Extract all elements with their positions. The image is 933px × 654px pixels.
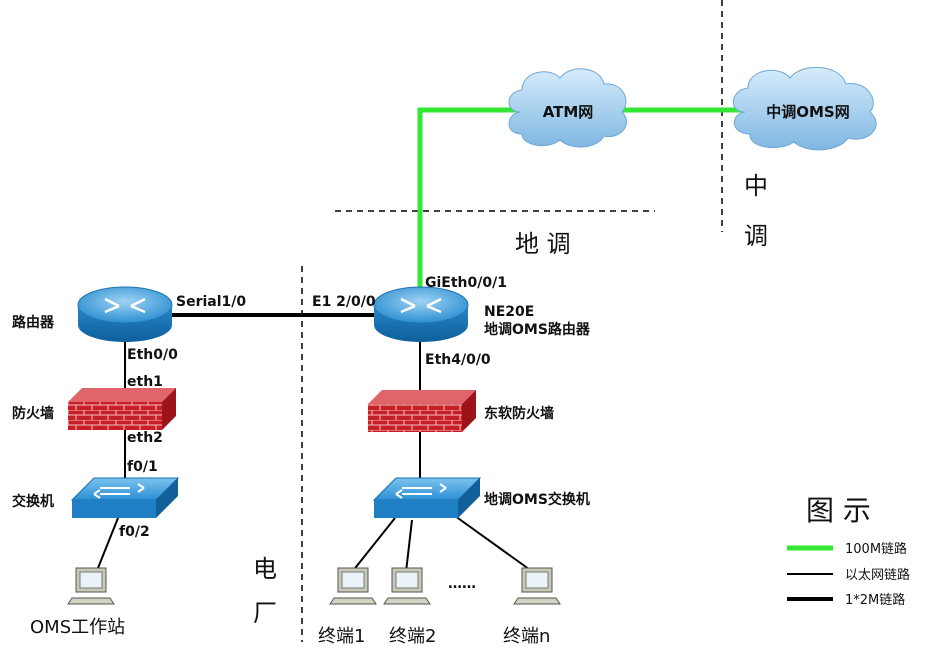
terminal-n-computer-icon: [513, 567, 561, 605]
workstation-computer-icon: [67, 567, 115, 605]
router-right-name: 地调OMS路由器: [484, 321, 591, 338]
terminal-1-computer-icon: [329, 567, 377, 605]
link-eth-switch-terminal1: [351, 517, 396, 573]
zone-label-zhongdiao-char2: 调: [744, 222, 768, 250]
terminal-2-computer-icon: [383, 567, 431, 605]
switch-left: [70, 477, 180, 518]
legend-label-100m: 100M链路: [845, 541, 907, 557]
firewall-left: [68, 388, 176, 430]
switch-right: [372, 477, 482, 518]
port-f01-label: f0/1: [127, 459, 158, 475]
port-eth4-label: Eth4/0/0: [425, 352, 491, 368]
legend-title: 图 示: [806, 494, 871, 527]
zone-label-zhongdiao-char1: 中: [744, 172, 768, 200]
atm-cloud-label: ATM网: [543, 103, 594, 121]
legend-label-2m: 1*2M链路: [845, 592, 905, 608]
zone-label-dianchang-char1: 电: [253, 555, 277, 583]
link-eth-switch-workstation: [97, 517, 119, 569]
router-left: [77, 286, 173, 342]
port-e1-label: E1 2/0/0: [312, 294, 376, 310]
switch-right-label: 地调OMS交换机: [484, 491, 590, 508]
legend-label-ethernet: 以太网链路: [845, 567, 910, 583]
zone-label-didiao: 地 调: [515, 230, 571, 258]
port-serial-label: Serial1/0: [176, 294, 246, 310]
port-eth2-label: eth2: [127, 430, 163, 446]
oms-cloud-label: 中调OMS网: [766, 103, 849, 121]
router-left-label: 路由器: [12, 314, 55, 331]
terminals-ellipsis: ……: [448, 576, 476, 592]
switch-left-label: 交换机: [12, 493, 54, 510]
router-right: [373, 286, 469, 342]
workstation-label: OMS工作站: [30, 617, 125, 638]
oms-cloud: 中调OMS网: [732, 66, 877, 151]
legend: 图 示 100M链路 以太网链路 1*2M链路: [787, 494, 910, 608]
firewall-right-label: 东软防火墙: [484, 405, 554, 422]
atm-cloud: ATM网: [508, 68, 627, 148]
router-right-model: NE20E: [484, 304, 534, 320]
link-eth-switch-terminal2: [405, 519, 413, 573]
terminal-n-label: 终端n: [503, 626, 550, 647]
firewall-right: [368, 390, 476, 432]
firewall-left-label: 防火墙: [12, 405, 54, 422]
terminal-2-label: 终端2: [389, 626, 436, 647]
link-100m-ne20e-atm: [417, 107, 520, 292]
terminal-1-label: 终端1: [318, 626, 365, 647]
port-eth1-label: eth1: [127, 374, 163, 390]
port-gieth-label: GiEth0/0/1: [425, 275, 507, 291]
port-f02-label: f0/2: [119, 524, 150, 540]
port-eth00-label: Eth0/0: [127, 347, 178, 363]
zone-label-dianchang-char2: 厂: [253, 599, 277, 627]
link-eth-switch-terminaln: [454, 515, 534, 573]
